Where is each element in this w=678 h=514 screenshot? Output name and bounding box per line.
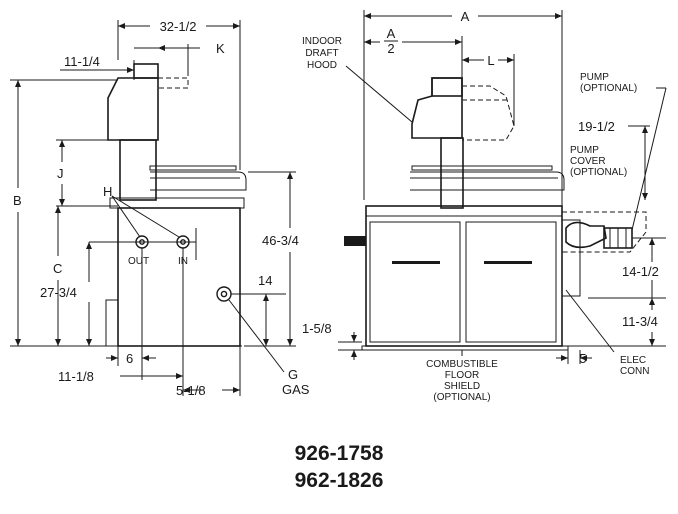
- side-top-trim: [150, 171, 247, 191]
- dim-a: A: [461, 9, 470, 24]
- dim-46-3-4: 46-3/4: [262, 233, 299, 248]
- side-cabinet: [117, 207, 241, 347]
- label-pump-cover-3: (OPTIONAL): [570, 167, 627, 178]
- dim-l: L: [487, 53, 494, 68]
- front-left-door: [369, 221, 461, 343]
- side-view: [10, 20, 296, 396]
- dim-11-1-8: 11-1/8: [58, 369, 94, 384]
- label-pump-1: PUMP: [580, 72, 609, 83]
- left-door-handle: [392, 261, 440, 264]
- dim-1-5-8: 1-5/8: [302, 321, 332, 336]
- front-draft-hood: [411, 77, 463, 139]
- dim-11-3-4: 11-3/4: [622, 314, 658, 329]
- front-view: [338, 10, 667, 364]
- dim-5: 5: [579, 351, 586, 366]
- model-number-1: 926-1758: [294, 442, 384, 465]
- label-gas: GAS: [282, 382, 310, 397]
- label-floor-shield-3: SHIELD: [444, 381, 480, 392]
- dim-14-1-2: 14-1/2: [622, 264, 659, 279]
- dim-k: K: [216, 41, 225, 56]
- front-cabinet: [365, 205, 563, 347]
- dim-h: H: [103, 184, 112, 199]
- dim-6: 6: [126, 351, 133, 366]
- side-foot: [105, 299, 119, 347]
- dim-5-1-8: 5-1/8: [176, 383, 206, 398]
- dim-32-1-2: 32-1/2: [160, 19, 197, 34]
- front-top-trim: [410, 171, 565, 191]
- label-hood-2: DRAFT: [305, 48, 338, 59]
- pump-housing: [561, 219, 581, 297]
- side-top-cap: [109, 197, 245, 209]
- dim-a-half-den: 2: [387, 41, 394, 56]
- dim-j: J: [57, 166, 64, 181]
- side-hood-outlet-dashed: [158, 77, 189, 89]
- model-number-2: 962-1826: [294, 469, 384, 492]
- label-floor-shield-2: FLOOR: [445, 370, 479, 381]
- dim-19-1-2: 19-1/2: [578, 119, 615, 134]
- label-out: OUT: [128, 256, 149, 267]
- label-elec-2: CONN: [620, 366, 649, 377]
- dim-14: 14: [258, 273, 272, 288]
- front-flue: [440, 137, 464, 209]
- label-in: IN: [178, 256, 188, 267]
- label-pump-2: (OPTIONAL): [580, 83, 637, 94]
- label-elec-1: ELEC: [620, 355, 646, 366]
- front-hood-dashed: [462, 85, 515, 141]
- left-connector: [344, 236, 366, 246]
- front-right-door: [465, 221, 557, 343]
- label-floor-shield-4: (OPTIONAL): [433, 392, 490, 403]
- dim-a-half-num: A: [387, 26, 396, 41]
- label-hood-1: INDOOR: [302, 36, 342, 47]
- floor-shield: [361, 345, 569, 351]
- label-floor-shield-1: COMBUSTIBLE: [426, 359, 498, 370]
- label-hood-3: HOOD: [307, 60, 337, 71]
- side-draft-hood: [107, 77, 159, 141]
- dim-c: C: [53, 261, 62, 276]
- right-door-handle: [484, 261, 532, 264]
- dim-27-3-4: 27-3/4: [40, 285, 77, 300]
- label-pump-cover-1: PUMP: [570, 145, 599, 156]
- dim-11-1-4: 11-1/4: [64, 54, 100, 69]
- pump-cover-dashed: [562, 211, 647, 253]
- label-g-text: G: [288, 367, 298, 382]
- dim-b: B: [13, 193, 22, 208]
- label-pump-cover-2: COVER: [570, 156, 606, 167]
- model-numbers: 926-1758 962-1826: [0, 440, 678, 494]
- pump-body: [565, 221, 607, 249]
